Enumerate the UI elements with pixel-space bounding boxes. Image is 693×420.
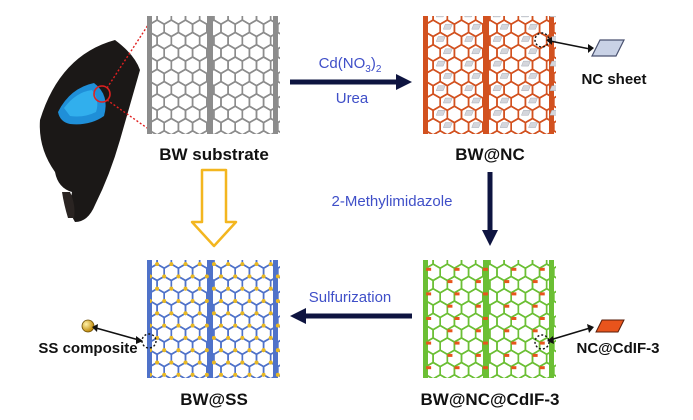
surface-decoration — [435, 16, 556, 128]
reagent-2-methylimidazole: 2-Methylimidazole — [332, 193, 453, 210]
ss-composite-callout — [81, 319, 157, 349]
honeycomb-lattice — [150, 260, 280, 378]
nc-cdif3-icon — [595, 319, 625, 333]
surface-decoration — [426, 267, 545, 370]
bw-ss-structure — [147, 260, 280, 378]
bw-nc-structure — [423, 16, 556, 134]
substrate-wall — [423, 16, 428, 134]
ss-composite-ball-icon — [81, 319, 95, 333]
zoom-line-bottom — [106, 99, 151, 131]
honeycomb-lattice — [150, 16, 280, 134]
substrate-wall — [147, 260, 152, 378]
reagent-sulfurization: Sulfurization — [309, 289, 392, 306]
honeycomb-lattice — [426, 260, 556, 378]
substrate-wall — [207, 260, 213, 378]
zoom-line-top — [106, 21, 151, 89]
arrow-step2 — [482, 172, 498, 246]
arrow-step1 — [290, 74, 412, 90]
bw-nc-cdif3-structure — [423, 260, 556, 378]
nc-sheet-icon — [591, 39, 625, 57]
nc-cdif3-callout — [534, 319, 625, 350]
ss-composite-label: SS composite — [38, 340, 137, 357]
stage-label-bw-nc: BW@NC — [455, 145, 524, 164]
substrate-wall — [273, 260, 278, 378]
substrate-wall — [483, 16, 489, 134]
substrate-wall — [549, 16, 554, 134]
surface-decoration — [150, 262, 280, 377]
reagent-urea: Urea — [336, 90, 369, 107]
substrate-wall — [549, 260, 554, 378]
stage-label-bw-nc-cdif3: BW@NC@CdIF-3 — [421, 390, 560, 409]
arrow-step3 — [290, 308, 412, 324]
stage-label-bw-ss: BW@SS — [180, 390, 248, 409]
reagent-cd-nitrate: Cd(NO3)2 — [319, 55, 382, 75]
bw-substrate-structure — [147, 16, 280, 134]
substrate-wall — [147, 16, 152, 134]
nc-sheet-label: NC sheet — [581, 71, 646, 88]
zoom-circle — [93, 85, 111, 103]
nc-cdif3-label: NC@CdIF-3 — [577, 340, 660, 357]
nc-sheet-callout — [534, 32, 625, 57]
honeycomb-lattice — [426, 16, 556, 134]
substrate-wall — [423, 260, 428, 378]
stage-label-bw-substrate: BW substrate — [159, 145, 269, 164]
substrate-wall — [207, 16, 213, 134]
substrate-wall — [273, 16, 278, 134]
arrow-direct-yellow — [190, 168, 238, 248]
butterfly-photo — [39, 40, 140, 222]
